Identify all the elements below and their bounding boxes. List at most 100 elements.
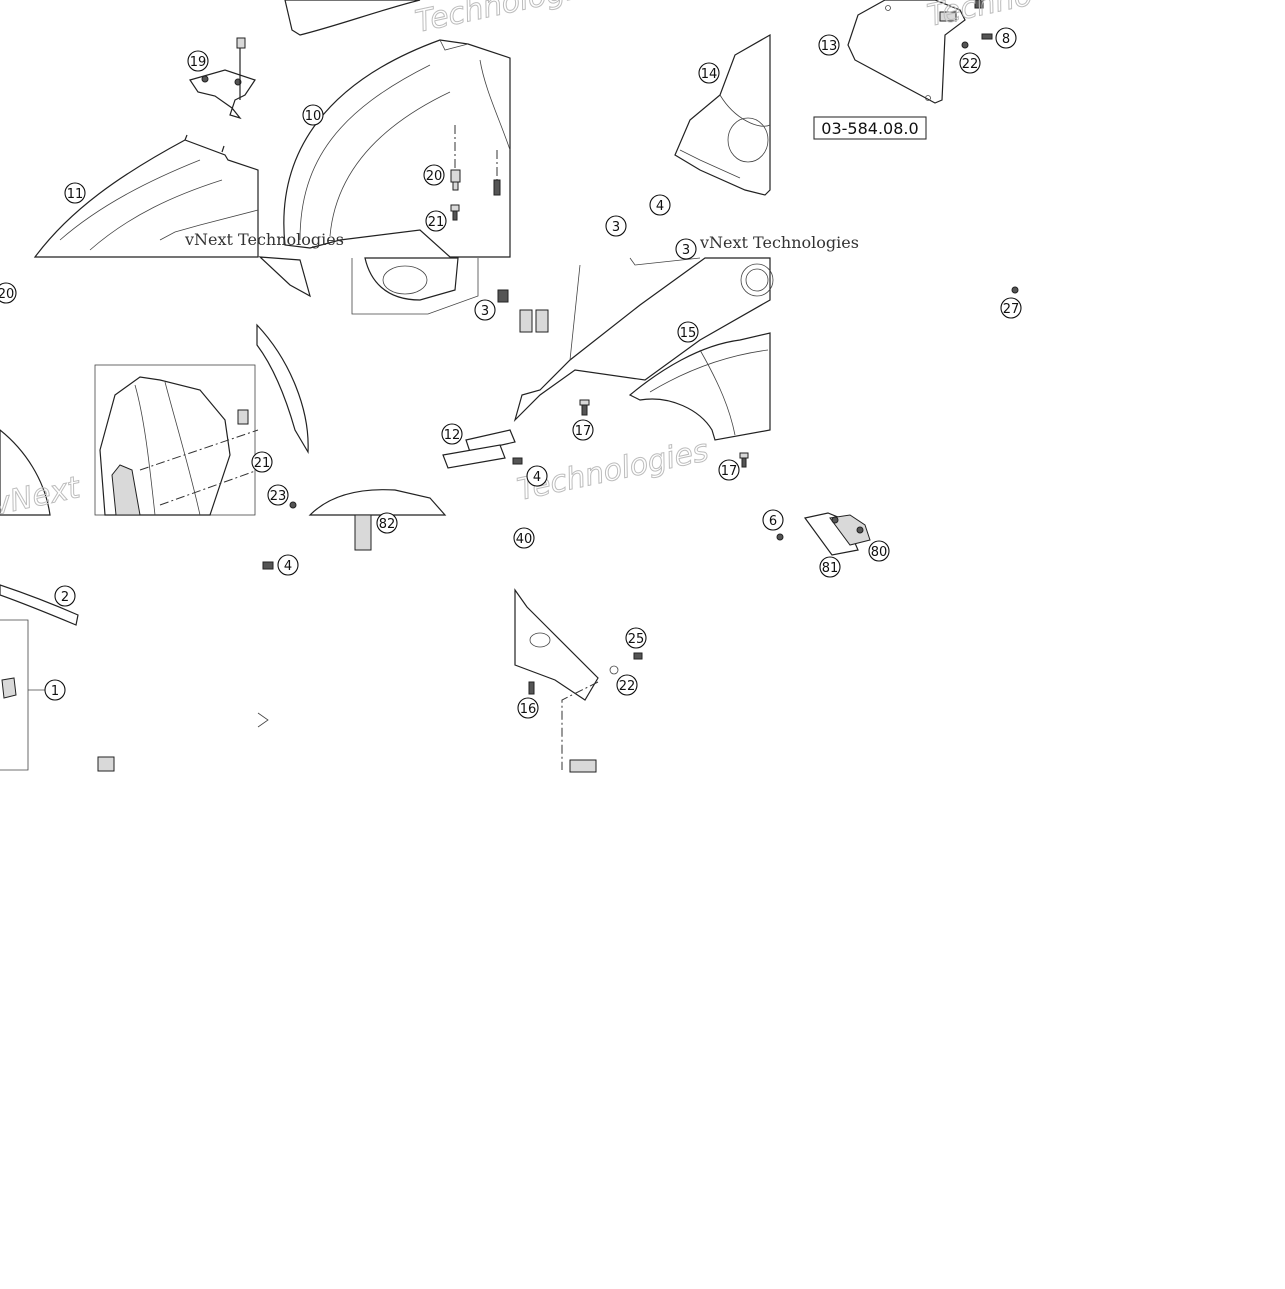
front-fender-10 [258, 39, 511, 298]
callout-3: 3 [605, 215, 627, 237]
svg-text:15: 15 [680, 326, 697, 341]
svg-text:22: 22 [962, 57, 979, 72]
callout-4b: 4 [526, 465, 548, 487]
callout-1: 1 [44, 679, 66, 701]
callout-27: 27 [1000, 297, 1022, 319]
watermark-1: Technologies [412, 0, 609, 40]
hardware-8 [939, 0, 993, 49]
callout-22: 23 [267, 484, 289, 506]
svg-text:25: 25 [628, 632, 645, 647]
svg-text:12: 12 [444, 428, 461, 443]
callout-2: 2 [54, 585, 76, 607]
front-fender-11 [33, 134, 259, 258]
switch-1 [1, 677, 17, 699]
svg-text:1: 1 [51, 684, 59, 699]
clip-3 [497, 289, 509, 303]
svg-text:13: 13 [821, 39, 838, 54]
reflector-lower [569, 759, 597, 773]
svg-text:3: 3 [682, 243, 690, 258]
bolt-20 [450, 169, 461, 191]
svg-text:14: 14 [701, 67, 718, 82]
svg-text:16: 16 [520, 702, 537, 717]
screw [493, 179, 501, 196]
callout-10: 10 [302, 104, 324, 126]
rear-fender-lower [514, 588, 599, 701]
screw-4 [512, 457, 523, 465]
callout-21: 21 [425, 210, 447, 232]
svg-text:20: 20 [426, 169, 443, 184]
fender-edge [0, 429, 51, 516]
svg-text:82: 82 [379, 517, 396, 532]
callout-23b: 22 [616, 674, 638, 696]
svg-text:27: 27 [1003, 302, 1020, 317]
filter-82 [354, 514, 372, 551]
svg-text:3: 3 [481, 304, 489, 319]
callout-15: 15 [677, 321, 699, 343]
bolt-27 [1011, 286, 1019, 294]
callout-17b: 17 [718, 459, 740, 481]
watermark-3: vNext Technologies [184, 230, 344, 249]
callout-6: 6 [762, 509, 784, 531]
airbox-housing [351, 257, 479, 315]
airbox-cover-14 [674, 33, 771, 196]
svg-text:40: 40 [516, 532, 533, 547]
svg-text:21: 21 [254, 456, 271, 471]
callout-16: 16 [517, 697, 539, 719]
svg-text:4: 4 [656, 199, 664, 214]
svg-text:3: 3 [612, 220, 620, 235]
svg-text:22: 22 [619, 679, 636, 694]
headlight-mask [94, 364, 256, 516]
bolt-25 [633, 652, 643, 660]
callout-3b: 3 [675, 238, 697, 260]
pads-12 [442, 429, 516, 469]
license-light-80 [803, 512, 871, 556]
callout-25: 25 [625, 627, 647, 649]
watermark-2: Techno [924, 0, 1035, 34]
part-number-label: 03-584.08.0 [821, 119, 918, 138]
callout-20b: 20 [0, 282, 17, 304]
svg-text:8: 8 [1002, 32, 1010, 47]
callout-4c: 4 [277, 554, 299, 576]
rear-fender-15 [628, 332, 771, 441]
fender-side [256, 323, 309, 455]
svg-text:81: 81 [822, 561, 839, 576]
callout-4: 4 [649, 194, 671, 216]
svg-text:17: 17 [575, 424, 592, 439]
screw-4b [262, 561, 274, 570]
screw-21 [450, 204, 460, 221]
side-panel [513, 257, 774, 423]
svg-text:11: 11 [67, 187, 84, 202]
svg-text:2: 2 [61, 590, 69, 605]
svg-text:80: 80 [871, 545, 888, 560]
svg-text:21: 21 [428, 215, 445, 230]
callout-20: 20 [423, 164, 445, 186]
callout-23: 22 [959, 52, 981, 74]
number-plate-13 [847, 0, 966, 104]
screw-16 [528, 681, 535, 695]
callout-21b: 21 [251, 451, 273, 473]
callout-8: 8 [995, 27, 1017, 49]
svg-text:10: 10 [305, 109, 322, 124]
watermark-4: vNext Technologies [699, 233, 859, 252]
callouts: 19 11 10 20 21 14 3 4 13 8 22 3 20 3 15 … [0, 27, 1022, 719]
callout-80: 80 [868, 540, 890, 562]
svg-text:4: 4 [533, 470, 541, 485]
callout-3c: 3 [474, 299, 496, 321]
bolt-81 [776, 533, 784, 541]
reflector [97, 756, 115, 772]
svg-text:20: 20 [0, 287, 14, 302]
callout-14: 14 [698, 62, 720, 84]
bolt-22 [289, 501, 297, 509]
svg-text:4: 4 [284, 559, 292, 574]
svg-text:6: 6 [769, 514, 777, 529]
svg-text:17: 17 [721, 464, 738, 479]
callout-13: 13 [818, 34, 840, 56]
rear-fender-top [284, 0, 421, 36]
callout-81: 81 [819, 556, 841, 578]
bracket-19 [189, 37, 256, 120]
svg-text:23: 23 [270, 489, 287, 504]
trim-strip-2 [0, 584, 79, 626]
callout-82: 82 [376, 512, 398, 534]
callout-12: 12 [441, 423, 463, 445]
